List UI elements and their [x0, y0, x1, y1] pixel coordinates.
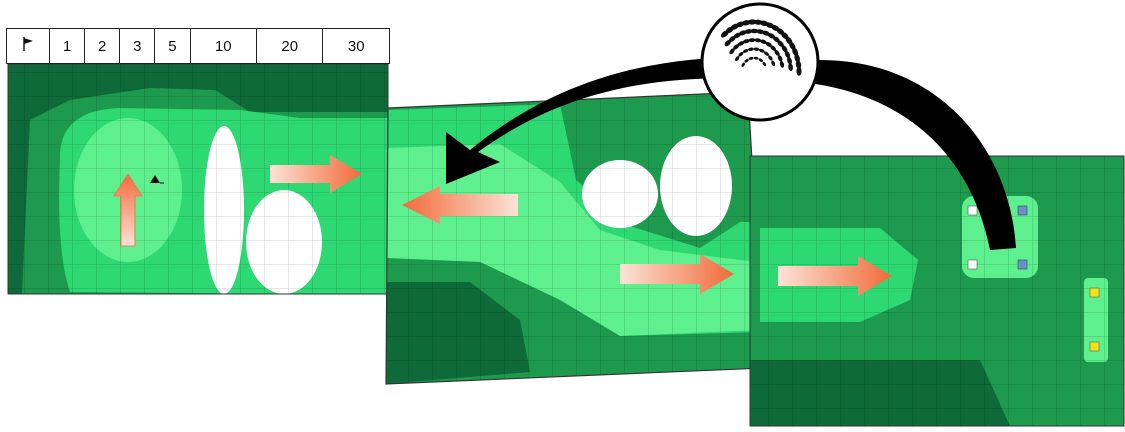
flag-icon-cell: [7, 29, 50, 64]
yardage-col-6: 20: [256, 29, 322, 64]
yardage-col-2: 2: [85, 29, 120, 64]
yardage-col-4: 5: [155, 29, 190, 64]
yardage-col-5: 10: [190, 29, 256, 64]
tee-panel: [750, 156, 1124, 426]
fairway-panel: [380, 80, 770, 390]
yardage-col-3: 3: [120, 29, 155, 64]
green-panel: [8, 64, 388, 294]
flag-icon: [21, 36, 35, 52]
yardage-col-1: 1: [50, 29, 85, 64]
yardage-header: 1 2 3 5 10 20 30: [6, 28, 390, 64]
yardage-col-7: 30: [323, 29, 390, 64]
golf-ball-icon: [702, 4, 818, 120]
